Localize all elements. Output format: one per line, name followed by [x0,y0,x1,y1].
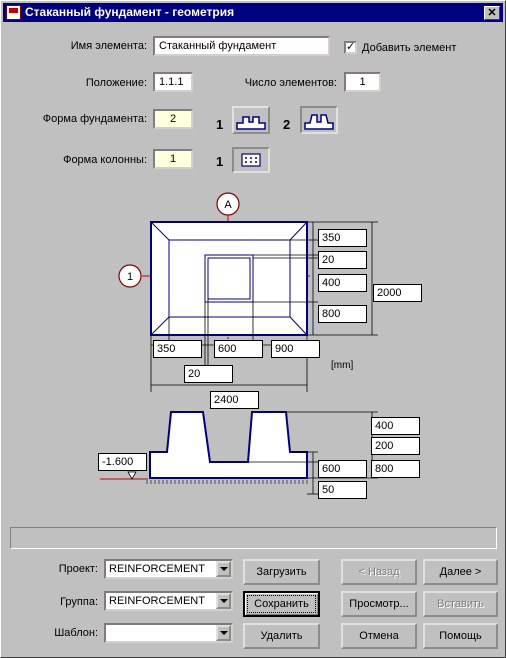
foundation-drawing: A 1 [mm] [100,192,378,495]
plan-dim-20-bottom[interactable]: 20 [184,365,233,383]
column-shape-1-button[interactable] [232,147,270,173]
position-label: Положение: [85,77,147,89]
add-element-checkbox[interactable]: ✓ [344,41,357,54]
delete-button[interactable]: Удалить [243,623,320,649]
insert-button[interactable]: Вставить [423,591,498,617]
section-dim-50[interactable]: 50 [318,481,367,499]
help-button[interactable]: Помощь [423,623,498,649]
plan-socket [204,254,254,303]
axis-1-marker [118,264,142,288]
element-name-label: Имя элемента: [70,40,147,52]
chevron-down-icon[interactable] [216,625,231,641]
plan-dim-800-right[interactable]: 800 [318,305,367,323]
template-select[interactable] [104,623,233,643]
app-icon [6,5,21,20]
section-outline [149,411,308,479]
section-dim-400[interactable]: 400 [371,417,420,435]
next-button[interactable]: Далее > [423,559,498,585]
group-select-value: REINFORCEMENT [109,595,205,607]
count-label: Число элементов: [244,77,337,89]
group-select[interactable]: REINFORCEMENT [104,591,233,611]
chevron-down-icon[interactable] [216,593,231,609]
project-select[interactable]: REINFORCEMENT [104,559,233,579]
plan-dim-350-bottom[interactable]: 350 [153,340,202,358]
window-title: Стаканный фундамент - геометрия [25,5,235,19]
template-label: Шаблон: [54,627,98,639]
plan-dim-900-bottom[interactable]: 900 [271,340,320,358]
back-button[interactable]: < Назад [341,559,417,585]
load-button[interactable]: Загрузить [243,559,320,585]
plan-dim-600-bottom[interactable]: 600 [214,340,263,358]
section-dim-600[interactable]: 600 [318,460,367,478]
plan-dim-total-height[interactable]: 2000 [373,284,422,302]
status-bar [10,527,497,549]
project-select-value: REINFORCEMENT [109,563,205,575]
project-label: Проект: [58,563,98,575]
count-input[interactable]: 1 [344,72,381,92]
plan-dim-total-width[interactable]: 2400 [210,391,259,409]
plan-dim-350-right[interactable]: 350 [318,229,367,247]
save-button[interactable]: Сохранить [243,591,320,617]
foundation-shape-1-button[interactable] [232,106,270,134]
foundation-shape-input[interactable]: 2 [153,109,193,129]
foundation-option-1-number: 1 [216,117,224,132]
units-label: [mm] [331,360,353,371]
level-input[interactable]: -1.600 [98,453,147,471]
column-shape-1-icon [241,153,261,167]
add-element-label: Добавить элемент [362,42,457,54]
column-shape-label: Форма колонны: [63,154,147,166]
column-option-1-number: 1 [216,154,224,169]
foundation-shape-1-icon [236,116,266,130]
position-input[interactable]: 1.1.1 [153,72,193,92]
preview-button[interactable]: Просмотр... [341,591,417,617]
foundation-shape-2-button[interactable] [300,106,338,134]
plan-dim-400-right[interactable]: 400 [318,274,367,292]
cancel-button[interactable]: Отмена [341,623,417,649]
close-button[interactable]: ✕ [484,6,500,20]
title-bar: Стаканный фундамент - геометрия ✕ [3,3,503,22]
element-name-input[interactable]: Стаканный фундамент [153,36,330,56]
foundation-option-2-number: 2 [283,117,291,132]
level-triangle-icon [127,471,137,480]
axis-a-label: A [224,199,232,211]
plan-step [168,239,291,318]
axis-a-marker [216,192,240,216]
section-dim-200[interactable]: 200 [371,437,420,455]
column-shape-input[interactable]: 1 [153,149,193,169]
foundation-shape-2-icon [304,114,334,130]
section-dim-800[interactable]: 800 [371,460,420,478]
plan-dim-20-right[interactable]: 20 [318,251,367,269]
group-label: Группа: [60,596,98,608]
plan-outline [150,221,308,336]
foundation-shape-label: Форма фундамента: [42,113,147,125]
chevron-down-icon[interactable] [216,561,231,577]
axis-1-label: 1 [127,271,133,283]
